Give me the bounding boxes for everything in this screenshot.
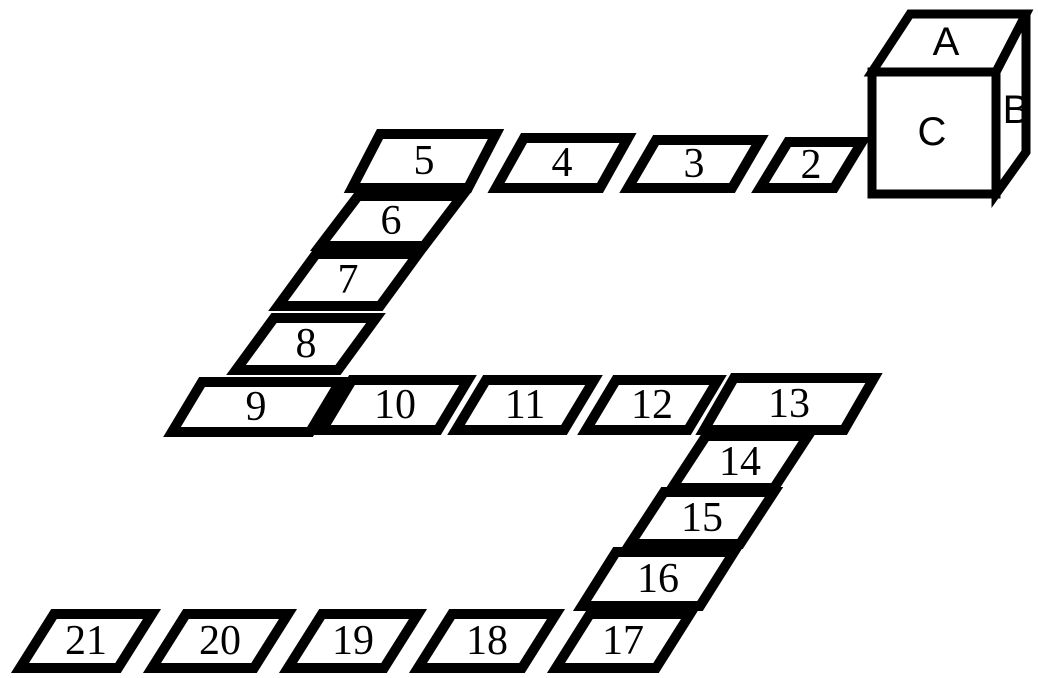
board-cell-shape bbox=[572, 547, 744, 611]
board-cell-label: 6 bbox=[381, 198, 402, 244]
board-cell-label: 4 bbox=[552, 140, 573, 186]
board-cell-label: 9 bbox=[246, 384, 267, 430]
board-cell-label: 7 bbox=[338, 257, 359, 303]
board-cell: 17 bbox=[546, 609, 700, 673]
board-cell: 19 bbox=[278, 609, 428, 673]
board-cell-shape bbox=[620, 487, 784, 549]
board-cell: 20 bbox=[142, 609, 298, 673]
board-cell-shape bbox=[447, 375, 603, 435]
board-cell-label: 17 bbox=[602, 618, 644, 664]
board-cell-label: 16 bbox=[637, 556, 679, 602]
board-cell: 8 bbox=[226, 313, 386, 375]
board-cell-shape bbox=[10, 609, 162, 673]
board-cell-label: 2 bbox=[801, 142, 822, 188]
board-cell-shape bbox=[163, 377, 349, 437]
cube-front-face bbox=[867, 67, 1001, 199]
board-cell: 6 bbox=[309, 191, 473, 251]
board-cell-label: 13 bbox=[768, 381, 810, 427]
board-cell-label: 14 bbox=[719, 439, 761, 485]
board-cell: 13 bbox=[695, 373, 883, 435]
board-cell: 14 bbox=[662, 431, 818, 493]
board-cell-shape bbox=[309, 191, 473, 251]
cube-face-label-c: C bbox=[918, 110, 947, 154]
board-cell-label: 18 bbox=[466, 618, 508, 664]
board-cell-label: 12 bbox=[631, 382, 673, 428]
board-cell-label: 15 bbox=[681, 495, 723, 541]
board-cell-shape bbox=[142, 609, 298, 673]
board-cell: 12 bbox=[577, 375, 727, 435]
board-cell: 16 bbox=[572, 547, 744, 611]
board-cell-label: 10 bbox=[374, 382, 416, 428]
board-cell-shape bbox=[619, 135, 769, 193]
board-cell-shape bbox=[268, 249, 428, 311]
board-cell-label: 5 bbox=[414, 138, 435, 184]
board-cell: 10 bbox=[313, 375, 477, 435]
board-cell-shape bbox=[695, 373, 883, 435]
board-cell: 15 bbox=[620, 487, 784, 549]
cube-face-label-b: B bbox=[1003, 88, 1030, 132]
board-cell-shape bbox=[546, 609, 700, 673]
board-cell-shape bbox=[487, 133, 637, 193]
board-cell-shape bbox=[751, 137, 871, 193]
board-cell: 3 bbox=[619, 135, 769, 193]
board-cell-shape bbox=[226, 313, 386, 375]
board-cell-shape bbox=[343, 129, 505, 193]
board-cell: 21 bbox=[10, 609, 162, 673]
cube-face-label-a: A bbox=[933, 20, 960, 64]
board-cell-shape bbox=[313, 375, 477, 435]
board-cell-label: 20 bbox=[199, 618, 241, 664]
cube: A B C bbox=[863, 9, 1034, 209]
board-cell-shape bbox=[577, 375, 727, 435]
board-cell: 4 bbox=[487, 133, 637, 193]
board-cell-label: 11 bbox=[505, 382, 545, 428]
board-cell-label: 19 bbox=[332, 618, 374, 664]
board-cell-shape bbox=[408, 609, 566, 673]
board-cell: 2 bbox=[751, 137, 871, 193]
board-cell: 11 bbox=[447, 375, 603, 435]
board-cell-label: 21 bbox=[65, 618, 107, 664]
board-cell: 5 bbox=[343, 129, 505, 193]
board-cell: 9 bbox=[163, 377, 349, 437]
board-cell-label: 3 bbox=[684, 141, 705, 187]
board-cell-shape bbox=[278, 609, 428, 673]
board-cell: 18 bbox=[408, 609, 566, 673]
board-cell-label: 8 bbox=[296, 321, 317, 367]
board-cell: 7 bbox=[268, 249, 428, 311]
